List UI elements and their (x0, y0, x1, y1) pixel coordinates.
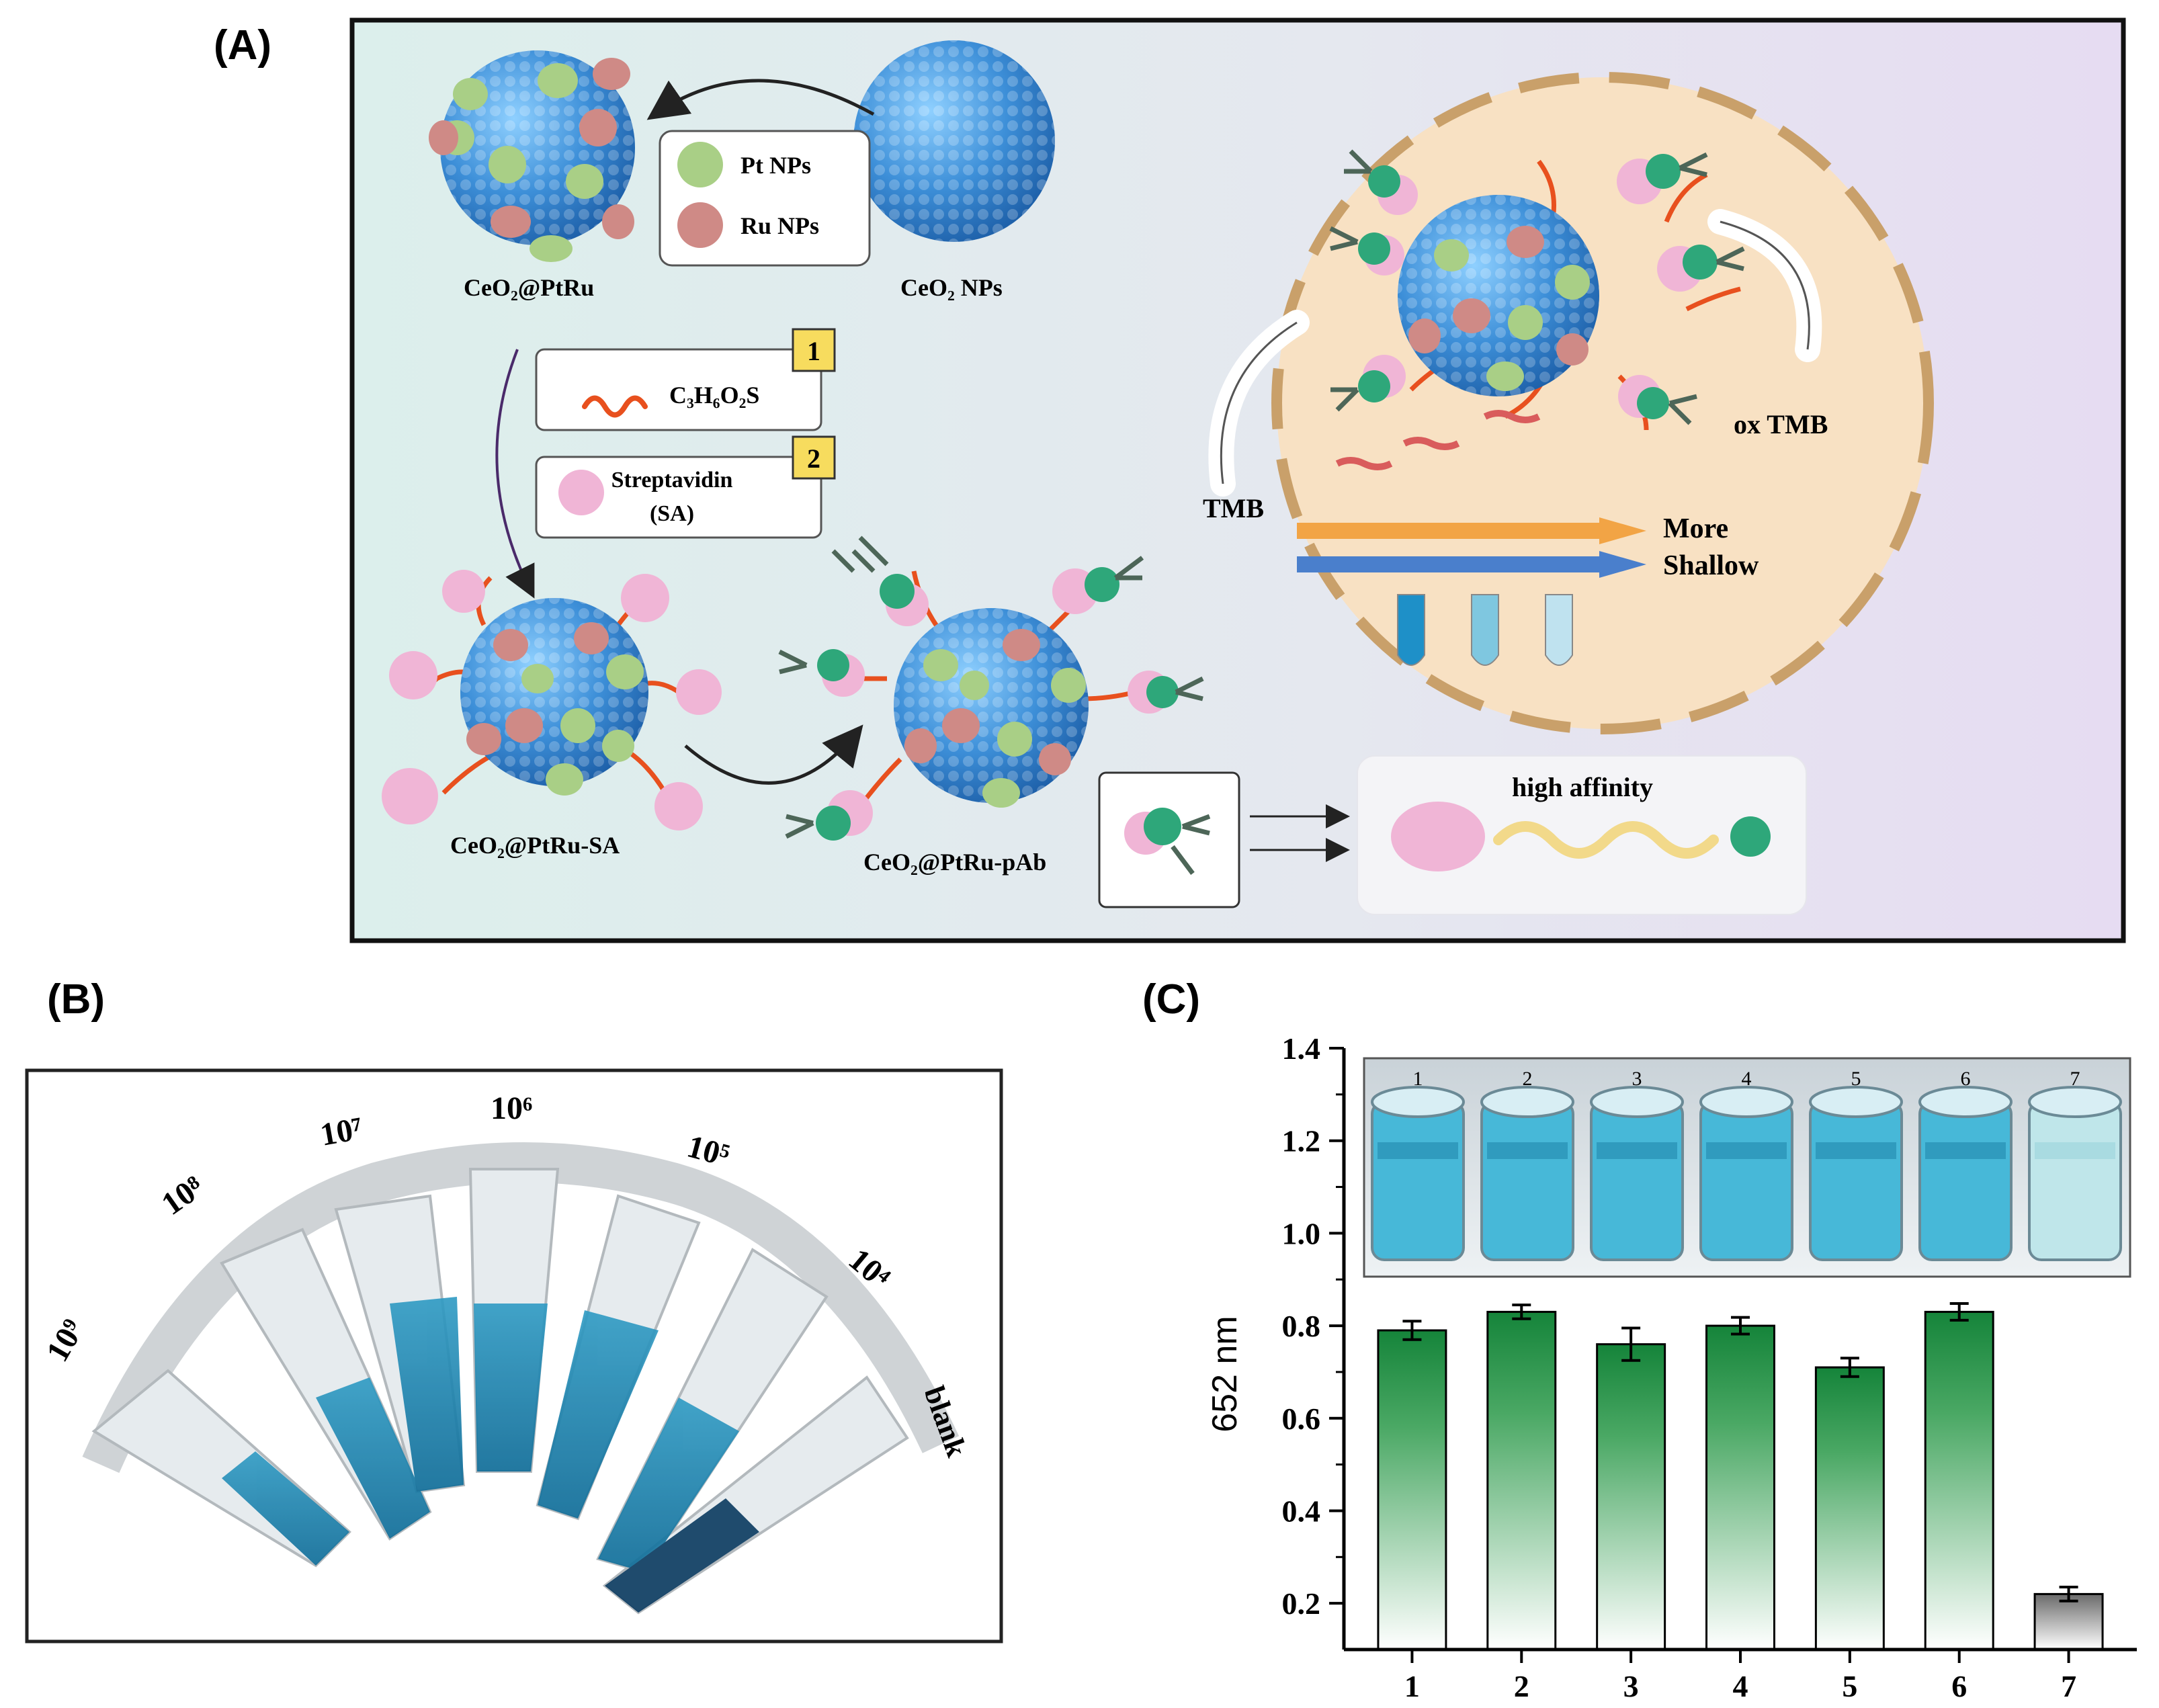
x-axis: 1 2 3 4 5 6 7 (1404, 1650, 2076, 1703)
x-tick-label: 7 (2061, 1669, 2076, 1703)
tmb-label: TMB (1203, 493, 1264, 523)
cuvette: 2 (1480, 1068, 1574, 1261)
conjugate-zoom-box (1098, 771, 1240, 908)
cuvette-label: 7 (2070, 1068, 2080, 1090)
antibody-icon (1730, 816, 1771, 857)
ceo2-nanoparticle (853, 40, 1055, 242)
x-tick-label: 6 (1951, 1669, 1967, 1703)
ceo2-ptru-sa-nanoparticle (382, 570, 722, 830)
streptavidin-icon (558, 470, 604, 515)
x-tick-label: 1 (1404, 1669, 1420, 1703)
bars (1377, 1302, 2104, 1651)
step2-label-line2: (SA) (650, 501, 694, 526)
step1-badge (792, 328, 836, 372)
cuvette: 4 (1699, 1068, 1793, 1261)
panel-b-letter: (B) (47, 976, 105, 1023)
conjugation-arrow (684, 724, 863, 785)
cuvette-label: 5 (1851, 1068, 1861, 1090)
pt-legend-icon (677, 142, 723, 187)
x-tick-label: 4 (1733, 1669, 1748, 1703)
metal-legend-box (659, 130, 871, 267)
ceo2-ptru-nanoparticle (429, 50, 635, 262)
pt-legend-label: Pt NPs (740, 152, 811, 179)
cuvette-label: 3 (1632, 1068, 1642, 1090)
bar (1705, 1324, 1775, 1651)
y-tick-label: 0.4 (1282, 1494, 1321, 1528)
panel-a-letter: (A) (214, 22, 271, 69)
ceo2-ptru-pab-nanoparticle (778, 536, 1204, 841)
ceo2-ptru-pab-label: CeO₂@PtRu-pAb (863, 849, 1046, 876)
ceo2-nps-label: CeO₂ NPs (900, 274, 1003, 301)
y-axis-label: 652 nm (1205, 1316, 1244, 1432)
bar (1486, 1310, 1557, 1651)
y-tick-label: 0.6 (1282, 1402, 1321, 1436)
tube-photo (25, 1068, 1003, 1643)
bar-chart: 0.2 0.4 0.6 0.8 1.0 1.2 1.4 1 2 3 4 5 6 7 (1282, 1031, 2137, 1703)
ceo2-ptru-sa-label: CeO₂@PtRu-SA (450, 832, 620, 859)
linker-icon (582, 395, 648, 418)
cuvette-label: 1 (1413, 1068, 1423, 1090)
step2-box (535, 435, 836, 539)
y-tick-label: 1.0 (1282, 1216, 1321, 1250)
ox-tmb-label: ox TMB (1734, 409, 1828, 439)
ceo2-ptru-label: CeO₂@PtRu (464, 274, 594, 301)
reaction-zone (1208, 72, 1934, 734)
high-affinity-box (1357, 755, 1807, 915)
shallow-label: Shallow (1663, 550, 1759, 581)
cuvette: 1 (1371, 1068, 1465, 1261)
synthesis-arrow (646, 79, 875, 120)
y-axis: 0.2 0.4 0.6 0.8 1.0 1.2 1.4 (1282, 1031, 1344, 1621)
x-tick-label: 2 (1514, 1669, 1529, 1703)
cuvette: 3 (1590, 1068, 1684, 1261)
tube-label-4: 10⁶ (491, 1091, 532, 1126)
panel-c-letter: (C) (1142, 976, 1200, 1023)
step1-label: C₃H₆O₂S (669, 382, 759, 409)
y-tick-label: 1.2 (1282, 1124, 1321, 1158)
y-tick-label: 0.8 (1282, 1309, 1321, 1343)
functionalization-arrow (495, 349, 535, 599)
streptavidin-icon (1391, 802, 1485, 871)
bar (2033, 1592, 2104, 1651)
ru-legend-label: Ru NPs (740, 212, 819, 239)
y-tick-label: 1.4 (1282, 1031, 1321, 1066)
y-tick-label: 0.2 (1282, 1586, 1321, 1621)
bar (1814, 1366, 1885, 1651)
bar (1596, 1343, 1666, 1651)
cuvette-label: 2 (1523, 1068, 1533, 1090)
step2-label-line1: Streptavidin (611, 468, 733, 493)
bar (1377, 1329, 1447, 1651)
cuvette-inset-photo: 1 2 3 4 5 6 7 (1363, 1057, 2131, 1278)
step1-box (535, 328, 836, 431)
ru-legend-icon (677, 202, 723, 248)
step2-number: 2 (807, 443, 820, 474)
tube-label-3: 10⁷ (318, 1111, 366, 1153)
cuvette: 5 (1809, 1068, 1903, 1261)
bar (1924, 1310, 1994, 1651)
x-tick-label: 5 (1842, 1669, 1857, 1703)
cuvette-label: 4 (1742, 1068, 1752, 1090)
x-tick-label: 3 (1623, 1669, 1639, 1703)
cuvette: 6 (1918, 1068, 2013, 1261)
cuvette: 7 (2028, 1068, 2122, 1261)
more-label: More (1663, 513, 1728, 544)
high-affinity-label: high affinity (1512, 772, 1653, 802)
cuvette-label: 6 (1961, 1068, 1971, 1090)
step1-number: 1 (807, 336, 820, 366)
biotin-linker-icon (1493, 821, 1719, 859)
step2-badge (792, 435, 836, 480)
